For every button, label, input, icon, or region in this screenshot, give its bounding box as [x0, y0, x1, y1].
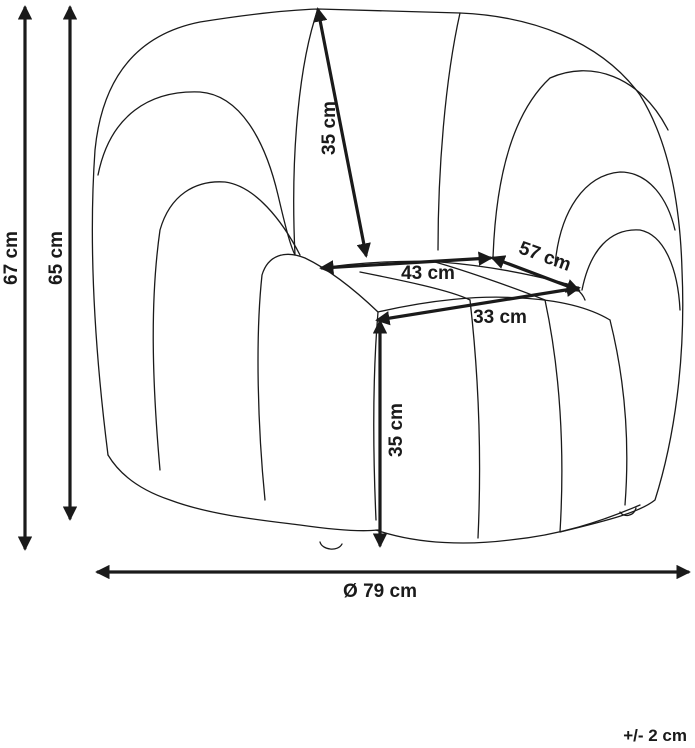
back-channel-left-2 — [293, 8, 319, 256]
label-backrest-height: 35 cm — [319, 101, 340, 155]
back-channel-right-1 — [492, 70, 669, 259]
dimension-lines — [17, 5, 691, 580]
seat-depth-arrow — [375, 282, 581, 326]
back-channel-left-1 — [97, 91, 296, 256]
label-back-height: 65 cm — [46, 231, 67, 285]
left-arm-inner — [107, 454, 379, 532]
front-channel-2 — [544, 299, 563, 533]
front-channel-3 — [609, 319, 628, 506]
seat-width-arrow — [319, 251, 493, 275]
label-seat-depth: 33 cm — [473, 307, 527, 328]
back-channel-center — [437, 12, 461, 251]
right-arm-front — [581, 229, 681, 311]
label-seat-height: 35 cm — [386, 403, 407, 457]
armchair-outline — [91, 8, 684, 550]
left-arm-top — [152, 181, 301, 471]
foot-left — [319, 541, 343, 550]
left-arm-front — [257, 253, 379, 521]
label-diameter: Ø 79 cm — [343, 581, 417, 602]
backrest-height-arrow — [313, 7, 371, 258]
label-seat-width: 43 cm — [401, 263, 455, 284]
front-channel-1 — [469, 299, 481, 539]
dimension-labels: 67 cm 65 cm 35 cm 43 cm 57 cm 33 cm 35 c… — [1, 101, 574, 602]
tolerance-note: +/- 2 cm — [623, 726, 687, 745]
label-total-height: 67 cm — [1, 231, 22, 285]
back-channel-right-2 — [554, 171, 676, 266]
front-bottom — [375, 504, 641, 544]
outer-shell — [91, 8, 684, 533]
foot-right — [619, 507, 637, 517]
